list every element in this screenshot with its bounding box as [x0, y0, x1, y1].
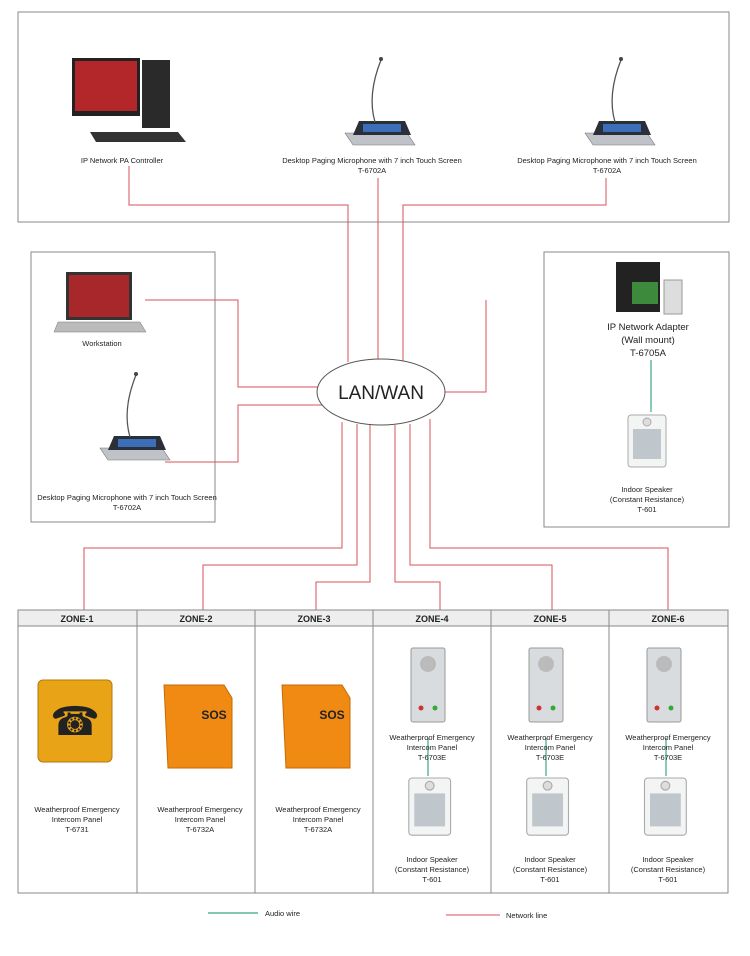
pc-controller-icon	[72, 58, 186, 142]
adapter-box	[543, 251, 730, 528]
zone-4-device-line1: Weatherproof Emergency	[389, 733, 475, 742]
indoor-speaker-icon	[627, 414, 667, 468]
zone-6-header: ZONE-6	[651, 614, 684, 624]
svg-text:SOS: SOS	[201, 708, 226, 722]
svg-text:SOS: SOS	[319, 708, 344, 722]
zone-4-header: ZONE-4	[415, 614, 448, 624]
control-room-box	[17, 11, 730, 223]
network-lines	[83, 166, 669, 610]
zone-5-speaker-model: T-601	[540, 875, 559, 884]
intercom-panel-icon	[410, 647, 446, 723]
zone-4-device-model: T-6703E	[418, 753, 446, 762]
intercom-panel-icon	[646, 647, 682, 723]
zone-3-device-line2: Intercom Panel	[293, 815, 344, 824]
indoor-speaker-icon	[408, 777, 452, 836]
zone-6-speaker-line1: Indoor Speaker	[642, 855, 694, 864]
zone-4-speaker-line2: (Constant Resistance)	[395, 865, 470, 874]
zone-5-device-line2: Intercom Panel	[525, 743, 576, 752]
zone-6-device-line1: Weatherproof Emergency	[625, 733, 711, 742]
top-mic-1-model: T-6702A	[358, 166, 386, 175]
workstation-box	[30, 251, 216, 523]
paging-mic-icon	[99, 371, 171, 461]
zones-table	[17, 609, 729, 894]
lan-wan-hub	[316, 358, 446, 426]
intercom-panel-icon	[528, 647, 564, 723]
zone-1-device-line2: Intercom Panel	[52, 815, 103, 824]
legend-audio-label: Audio wire	[265, 909, 300, 918]
left-mic-label: Desktop Paging Microphone with 7 inch To…	[37, 493, 217, 502]
zone-6-speaker-line2: (Constant Resistance)	[631, 865, 706, 874]
pc-controller-label: IP Network PA Controller	[81, 156, 164, 165]
adapter-model: T-6705A	[630, 348, 667, 359]
emergency-telephone-icon: ☎	[37, 679, 113, 763]
zone-2-device-model: T-6732A	[186, 825, 214, 834]
paging-mic-icon	[584, 56, 656, 146]
zone-1-device-model: T-6731	[65, 825, 88, 834]
sos-panel-icon: SOS	[163, 684, 233, 769]
zone-5-device-line1: Weatherproof Emergency	[507, 733, 593, 742]
adapter-label: IP Network Adapter	[607, 322, 689, 333]
zone-3-device-model: T-6732A	[304, 825, 332, 834]
speaker-label: Indoor Speaker	[621, 485, 673, 494]
paging-mic-icon	[344, 56, 416, 146]
zone-1-device-line1: Weatherproof Emergency	[34, 805, 120, 814]
zone-5-speaker-line2: (Constant Resistance)	[513, 865, 588, 874]
zone-2-header: ZONE-2	[179, 614, 212, 624]
zone-3-header: ZONE-3	[297, 614, 330, 624]
top-mic-2-label: Desktop Paging Microphone with 7 inch To…	[517, 156, 697, 165]
zone-5-speaker-line1: Indoor Speaker	[524, 855, 576, 864]
hub-label: LAN/WAN	[338, 383, 424, 404]
workstation-label: Workstation	[82, 339, 121, 348]
zone-6-device-model: T-6703E	[654, 753, 682, 762]
indoor-speaker-icon	[643, 777, 687, 836]
top-mic-1-label: Desktop Paging Microphone with 7 inch To…	[282, 156, 462, 165]
adapter-mount: (Wall mount)	[621, 335, 675, 346]
indoor-speaker-icon	[526, 777, 570, 836]
zone-2-device-line1: Weatherproof Emergency	[157, 805, 243, 814]
zone-4-speaker-model: T-601	[422, 875, 441, 884]
left-mic-model: T-6702A	[113, 503, 141, 512]
speaker-type: (Constant Resistance)	[610, 495, 685, 504]
top-mic-2-model: T-6702A	[593, 166, 621, 175]
network-adapter-icon	[616, 262, 683, 315]
speaker-model: T-601	[637, 505, 656, 514]
zone-6-speaker-model: T-601	[658, 875, 677, 884]
zone-1-header: ZONE-1	[60, 614, 93, 624]
svg-text:☎: ☎	[50, 700, 100, 744]
zone-4-device-line2: Intercom Panel	[407, 743, 458, 752]
laptop-icon	[53, 272, 147, 333]
zone-6-device-line2: Intercom Panel	[643, 743, 694, 752]
zone-5-header: ZONE-5	[533, 614, 566, 624]
zone-2-device-line2: Intercom Panel	[175, 815, 226, 824]
zone-5-device-model: T-6703E	[536, 753, 564, 762]
legend-network-label: Network line	[506, 911, 547, 920]
sos-panel-icon: SOS	[281, 684, 351, 769]
zone-4-speaker-line1: Indoor Speaker	[406, 855, 458, 864]
zone-3-device-line1: Weatherproof Emergency	[275, 805, 361, 814]
